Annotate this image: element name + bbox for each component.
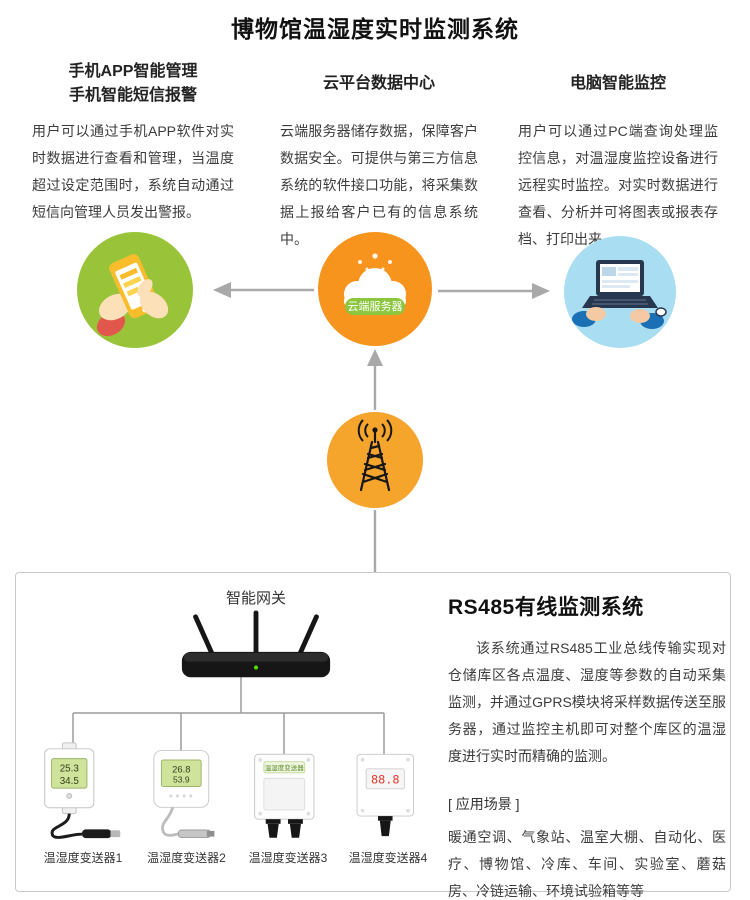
transmitter-2-art: 26.8 53.9	[153, 750, 215, 839]
device-2-label: 温湿度变送器2	[147, 851, 226, 865]
radio-waves	[357, 419, 393, 442]
cable-gland	[378, 816, 393, 837]
arrow-to-cloud-head	[367, 349, 383, 366]
device-transmitter-3: 温湿度变送器 温湿度变送器3	[238, 745, 338, 866]
device-transmitter-4: 88.8 温湿度变送器4	[340, 747, 436, 866]
signal-tower-icon	[327, 412, 423, 508]
feature-phone-app-heading: 手机APP智能管理 手机智能短信报警	[32, 60, 234, 108]
router-icon	[181, 610, 331, 678]
tower-lattice	[359, 430, 391, 492]
cloud-server-icon: 云端服务器	[318, 232, 432, 346]
device-transmitter-1: 25.3 34.5 温湿度变送器1	[28, 739, 138, 866]
arrow-to-computer-head	[532, 283, 550, 299]
phone-hands-icon	[77, 232, 193, 348]
transmitter-3-art: 温湿度变送器	[254, 753, 315, 838]
transmitter-1-art: 25.3 34.5	[44, 742, 121, 839]
device-transmitter-2: 26.8 53.9 温湿度变送器2	[134, 743, 239, 866]
feature-pc-monitor: 电脑智能监控 用户可以通过PC端查询处理监控信息，对温湿度监控设备进行远程实时监…	[518, 60, 718, 253]
phone-hands-art	[77, 232, 193, 348]
rs485-body: 该系统通过RS485工业总线传输实现对仓储库区各点温度、湿度等参数的自动采集监测…	[448, 640, 726, 764]
computer-hands-art	[564, 236, 676, 348]
device-1-label: 温湿度变送器1	[43, 851, 123, 865]
computer-hands-icon	[564, 236, 676, 348]
device1-screen-bottom: 34.5	[60, 776, 80, 787]
feature-phone-app-body: 用户可以通过手机APP软件对实时数据进行查看和管理，当温度超过设定范围时，系统自…	[32, 123, 234, 220]
cloud-dots	[358, 253, 392, 271]
feature-cloud-heading: 云平台数据中心	[322, 75, 435, 92]
cloud-label-pill	[345, 298, 405, 315]
cable-glands	[265, 819, 303, 838]
device2-screen-bottom: 53.9	[173, 775, 190, 785]
rs485-heading: RS485有线监测系统	[448, 596, 644, 619]
device4-screen: 88.8	[371, 772, 399, 786]
feature-phone-heading-line2: 手机智能短信报警	[68, 87, 197, 104]
signal-tower-art	[327, 412, 423, 508]
gateway-label: 智能网关	[225, 590, 286, 607]
device-4-label: 温湿度变送器4	[348, 851, 428, 865]
bus-tree-lines	[72, 673, 385, 758]
feature-pc-heading: 电脑智能监控	[569, 75, 666, 92]
device2-screen-top: 26.8	[172, 764, 190, 775]
arrow-to-phone-head	[213, 282, 231, 298]
scenario-label: [ 应用场景 ]	[448, 796, 520, 812]
rs485-description: RS485有线监测系统 该系统通过RS485工业总线传输实现对仓储库区各点温度、…	[448, 585, 726, 900]
feature-cloud-body: 云端服务器储存数据，保障客户数据安全。可提供与第三方信息系统的软件接口功能，将采…	[280, 123, 478, 247]
scenario-body: 暖通空调、气象站、温室大棚、自动化、医疗、博物馆、冷库、车间、实验室、蘑菇房、冷…	[448, 829, 726, 899]
router-antennas	[193, 610, 319, 657]
rs485-panel: 智能网关 25.3 34.5	[15, 572, 731, 899]
device-3-label: 温湿度变送器3	[248, 851, 328, 865]
device3-strip-text: 温湿度变送器	[265, 763, 304, 772]
cloud-label: 云端服务器	[348, 300, 403, 313]
feature-phone-app: 手机APP智能管理 手机智能短信报警 用户可以通过手机APP软件对实时数据进行查…	[32, 60, 234, 226]
feature-pc-body: 用户可以通过PC端查询处理监控信息，对温湿度监控设备进行远程实时监控。对实时数据…	[518, 123, 718, 247]
transmitter-4-art: 88.8	[356, 753, 414, 837]
page-title: 博物馆温湿度实时监测系统	[231, 16, 519, 42]
feature-phone-heading-line1: 手机APP智能管理	[68, 63, 198, 80]
cloud-server-art: 云端服务器	[318, 232, 432, 346]
device1-screen-top: 25.3	[60, 763, 80, 774]
feature-cloud-platform: 云平台数据中心 云端服务器储存数据，保障客户数据安全。可提供与第三方信息系统的软…	[280, 60, 478, 253]
